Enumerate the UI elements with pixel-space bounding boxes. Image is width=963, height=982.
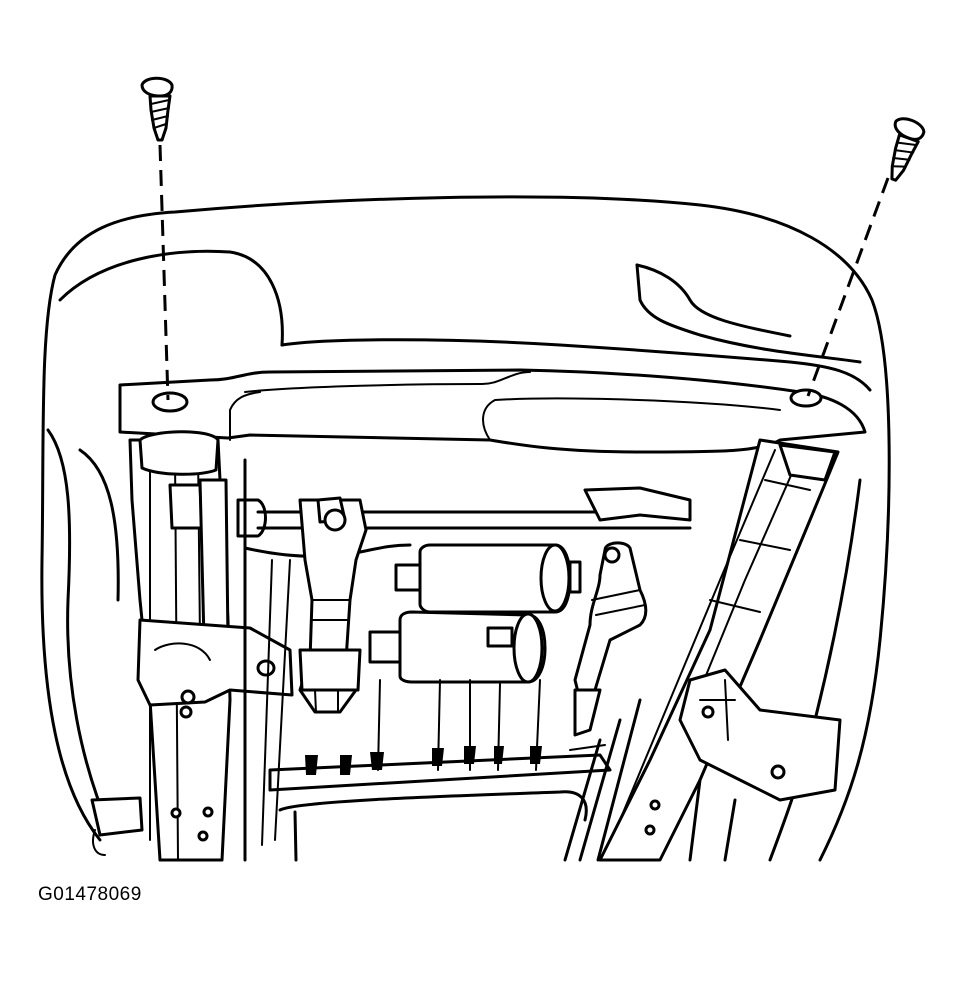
figure-id-label: G01478069 [38, 884, 142, 905]
lower-motor-cylinder [368, 610, 547, 684]
left-lower-bracket [136, 618, 294, 719]
upper-mounting-bracket [118, 368, 867, 454]
upper-motor-cylinder [394, 543, 582, 614]
right-lower-bracket [678, 668, 842, 862]
floor-rail-strips [563, 698, 642, 862]
left-screw-icon [140, 76, 174, 142]
seat-adjuster-motor-assembly [298, 496, 368, 714]
left-screw-guide-line [158, 144, 170, 401]
right-actuator-link [569, 541, 648, 751]
right-screw-icon [890, 117, 926, 182]
seat-cushion-outline [40, 195, 891, 862]
right-screw-guide-line [806, 177, 890, 397]
left-bottom-clip [90, 796, 661, 856]
right-seat-rail [583, 438, 840, 862]
